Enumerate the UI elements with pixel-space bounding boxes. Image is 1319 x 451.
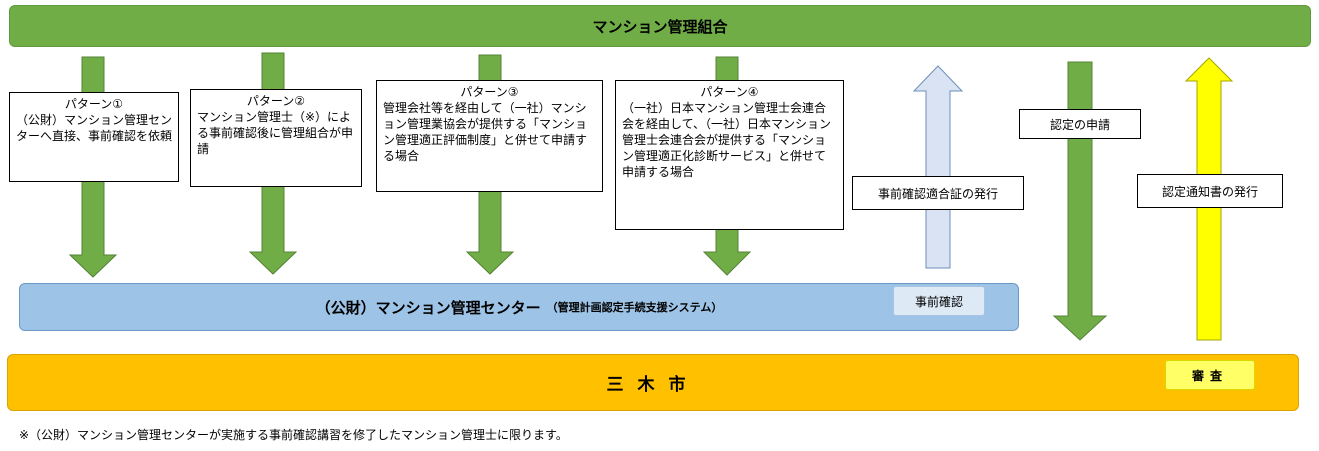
label-apply-text: 認定の申請 <box>1049 117 1110 132</box>
pattern-box-3: パターン③ 管理会社等を経由して（一社）マンション管理業協会が提供する「マンショ… <box>376 80 603 192</box>
pattern-title: パターン① <box>64 97 124 111</box>
arrow-down-apply <box>1052 61 1108 341</box>
pattern-box-1: パターン① （公財）マンション管理センターへ直接、事前確認を依頼 <box>9 92 179 182</box>
top-bar-label: マンション管理組合 <box>592 17 728 36</box>
label-notice-text: 認定通知書の発行 <box>1161 184 1258 199</box>
label-cert-application: 認定の申請 <box>1019 109 1141 139</box>
pattern-body: （公財）マンション管理センターへ直接、事前確認を依頼 <box>16 113 173 143</box>
footnote: ※（公財）マンション管理センターが実施する事前確認講習を修了したマンション管理士… <box>19 428 568 442</box>
pattern-title: パターン② <box>246 94 306 108</box>
label-pre-cert-text: 事前確認適合証の発行 <box>877 186 998 201</box>
pattern-box-2: パターン② マンション管理士（※）による事前確認後に管理組合が申請 <box>190 89 362 187</box>
tag-pre-check-text: 事前確認 <box>914 294 963 309</box>
pattern-title: パターン④ <box>700 85 759 99</box>
pattern-body: マンション管理士（※）による事前確認後に管理組合が申請 <box>197 110 354 156</box>
pattern-title: パターン③ <box>460 85 519 99</box>
arrow-up-pre-cert <box>912 65 964 269</box>
center-bar-subtitle: （管理計画認定手続支援システム） <box>546 301 723 314</box>
label-pre-cert-issuance: 事前確認適合証の発行 <box>852 176 1024 210</box>
pattern-box-4: パターン④ （一社）日本マンション管理士会連合会を経由して、（一社）日本マンショ… <box>615 80 844 230</box>
pattern-body: 管理会社等を経由して（一社）マンション管理業協会が提供する「マンション管理適正評… <box>383 101 588 163</box>
city-bar-label: 三木市 <box>606 375 700 395</box>
top-bar-management-association: マンション管理組合 <box>9 5 1311 47</box>
tag-review: 審査 <box>1165 360 1255 390</box>
label-notice-issuance: 認定通知書の発行 <box>1137 174 1283 208</box>
tag-review-text: 審査 <box>1191 368 1228 383</box>
city-bar-miki: 三木市 <box>7 354 1299 411</box>
tag-pre-check: 事前確認 <box>893 286 985 316</box>
center-bar-management-center: （公財）マンション管理センター （管理計画認定手続支援システム） <box>19 283 1019 331</box>
pattern-body: （一社）日本マンション管理士会連合会を経由して、（一社）日本マンション管理士会連… <box>622 101 832 179</box>
center-bar-title: （公財）マンション管理センター <box>315 298 541 317</box>
